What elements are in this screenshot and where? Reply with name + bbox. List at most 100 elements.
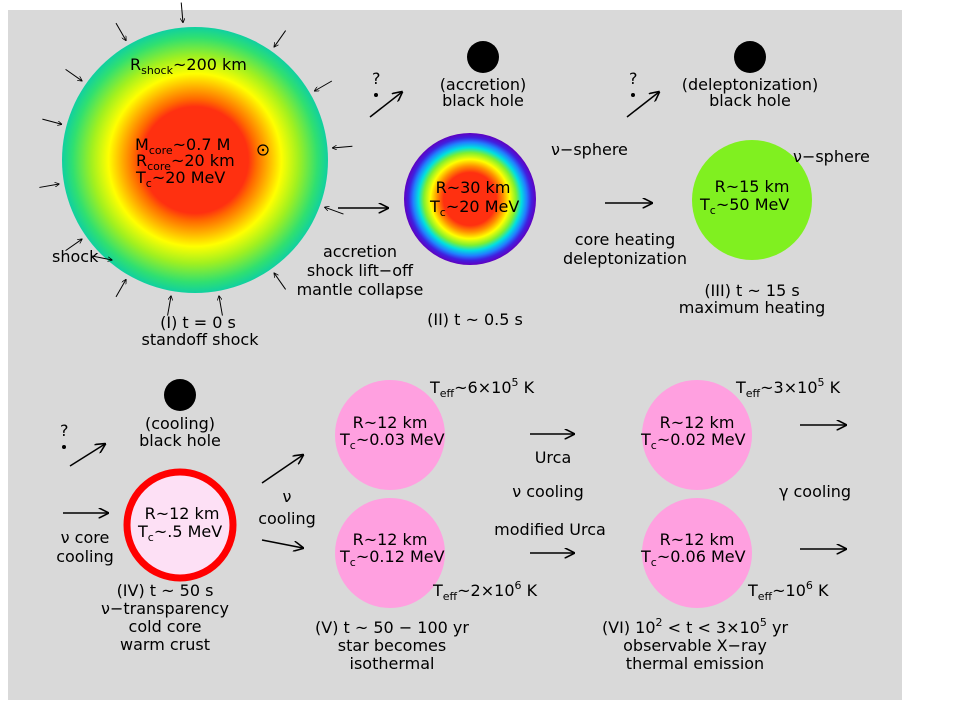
- tc-label-stage6-top: Tc~0.02 MeV: [640, 430, 746, 452]
- black-hole-icon: [467, 41, 499, 73]
- question-mark-4: ?: [60, 421, 69, 440]
- infall-arrow: [167, 296, 171, 316]
- r-label-stage5-top: R~12 km: [353, 413, 428, 432]
- stage6-caption-3: thermal emission: [626, 654, 764, 673]
- bh4-line2: black hole: [139, 431, 221, 450]
- stage4-caption-3: cold core: [129, 617, 202, 636]
- stage-6: Teff~3×105 K R~12 km Tc~0.02 MeV γ cooli…: [602, 376, 851, 673]
- nu-cooling-label: ν cooling: [512, 482, 584, 501]
- black-hole-icon: [734, 41, 766, 73]
- stage5-caption-1: (V) t ~ 50 − 100 yr: [315, 618, 469, 637]
- bh2-line2: black hole: [442, 91, 524, 110]
- infall-arrow: [315, 80, 333, 91]
- neutron-star-stage5-bottom: [335, 498, 445, 608]
- bh4-line1: (cooling): [145, 414, 215, 433]
- transition-4-5: ν cooling: [258, 455, 316, 548]
- transition-1-2: accretion shock lift−off mantle collapse: [297, 208, 424, 299]
- stage6-caption-1: (VI) 102 < t < 3×105 yr: [602, 616, 789, 637]
- infall-arrow: [42, 118, 61, 124]
- rcore-label: Rcore~20 km: [136, 151, 235, 173]
- teff-stage5-bottom: Teff~2×106 K: [432, 579, 538, 603]
- stage1-caption-desc: standoff shock: [142, 330, 260, 349]
- tc-label-stage5-bottom: Tc~0.12 MeV: [339, 547, 445, 569]
- tc-label-stage5-top: Tc~0.03 MeV: [339, 430, 445, 452]
- proto-neutron-star-stage3: [692, 140, 812, 260]
- r-label-stage5-bottom: R~12 km: [353, 530, 428, 549]
- r-label-stage6-top: R~12 km: [660, 413, 735, 432]
- tc-label-stage1: Tc~20 MeV: [135, 168, 225, 190]
- transition-5-6: Urca ν cooling modified Urca: [494, 434, 606, 553]
- teff-stage6-bottom: Teff~106 K: [747, 579, 829, 603]
- shock-label: shock: [52, 247, 99, 266]
- question-mark-3: ?: [629, 69, 638, 88]
- black-hole-icon: [164, 379, 196, 411]
- stage4-left-line1: ν core: [61, 528, 110, 547]
- transition12-line2: shock lift−off: [307, 261, 414, 280]
- stage-2: ? (accretion) black hole ν−sphere R~30 k…: [369, 41, 628, 329]
- stage4-caption-2: ν−transparency: [101, 599, 229, 618]
- stage3-caption-time: (III) t ~ 15 s: [704, 281, 799, 300]
- nu-sphere-3: ν−sphere: [793, 147, 870, 166]
- infall-arrow: [115, 22, 126, 40]
- neutron-star-stage5-top: [335, 380, 445, 490]
- urca-label: Urca: [535, 448, 572, 467]
- infall-arrow: [115, 280, 126, 298]
- transition23-line2: deleptonization: [563, 249, 687, 268]
- neutron-star-stage6-top: [642, 380, 752, 490]
- transition45-nu: ν: [283, 487, 292, 506]
- mcore-label: Mcore~0.7 M: [135, 135, 230, 157]
- transition12-line3: mantle collapse: [297, 280, 424, 299]
- r-label-stage2: R~30 km: [436, 178, 511, 197]
- stage4-caption-1: (IV) t ~ 50 s: [117, 581, 214, 600]
- proto-neutron-star-stage1: [62, 27, 328, 293]
- nu-sphere-2: ν−sphere: [551, 140, 628, 159]
- bh3-line2: black hole: [709, 91, 791, 110]
- transition-2-3: core heating deleptonization: [563, 203, 687, 268]
- bh2-line1: (accretion): [440, 75, 527, 94]
- arrow-4-5-down: [261, 539, 303, 548]
- neutron-star-stage6-bottom: [642, 498, 752, 608]
- arrow-to-bh4: [69, 444, 105, 467]
- infall-arrow: [274, 30, 287, 47]
- arrow-to-bh2: [369, 92, 402, 118]
- infall-arrow: [332, 146, 353, 148]
- tc-label-stage4: Tc~.5 MeV: [137, 522, 222, 544]
- stage4-left-line2: cooling: [56, 547, 114, 566]
- rshock-label: Rshock~200 km: [130, 55, 247, 77]
- question-mark: ?: [372, 69, 381, 88]
- r-label-stage6-bottom: R~12 km: [660, 530, 735, 549]
- shock-pointer: [91, 255, 112, 260]
- question-dot-4: [62, 445, 66, 449]
- infall-arrow: [39, 184, 59, 188]
- transition12-line1: accretion: [323, 242, 397, 261]
- arrow-4-5-up: [261, 455, 303, 484]
- stage5-caption-2: star becomes: [338, 636, 446, 655]
- r-label-stage4: R~12 km: [145, 504, 220, 523]
- stage4-caption-4: warm crust: [120, 635, 210, 654]
- stage-4: ? (cooling) black hole ν core cooling R~…: [56, 379, 237, 654]
- tc-label-stage3: Tc~50 MeV: [699, 195, 789, 217]
- proto-neutron-star-stage2: [404, 133, 536, 265]
- bh3-line1: (deleptonization): [682, 75, 818, 94]
- infall-arrow: [274, 273, 287, 290]
- tc-label-stage2: Tc~20 MeV: [429, 197, 519, 219]
- stage2-caption: (II) t ~ 0.5 s: [427, 310, 523, 329]
- infall-arrow: [65, 68, 82, 80]
- stage3-caption-desc: maximum heating: [679, 298, 826, 317]
- infall-arrow: [325, 207, 344, 215]
- gamma-cooling-label: γ cooling: [779, 482, 851, 501]
- modified-urca-label: modified Urca: [494, 520, 606, 539]
- stage6-caption-2: observable X−ray: [623, 636, 767, 655]
- teff-stage5-top: Teff~6×105 K: [429, 376, 535, 400]
- neutron-star-stage4: [123, 468, 237, 582]
- infall-arrow: [65, 239, 82, 252]
- stage-1: Rshock~200 km Mcore~0.7 M Rcore~20 km Tc…: [39, 2, 353, 349]
- transition23-line1: core heating: [575, 230, 676, 249]
- r-label-stage3: R~15 km: [715, 177, 790, 196]
- tc-label-stage6-bottom: Tc~0.06 MeV: [640, 547, 746, 569]
- stage-3: ? (deleptonization) black hole ν−sphere …: [626, 41, 870, 317]
- sun-symbol-icon: [257, 144, 269, 156]
- teff-stage6-top: Teff~3×105 K: [735, 376, 841, 400]
- transition45-cooling: cooling: [258, 509, 316, 528]
